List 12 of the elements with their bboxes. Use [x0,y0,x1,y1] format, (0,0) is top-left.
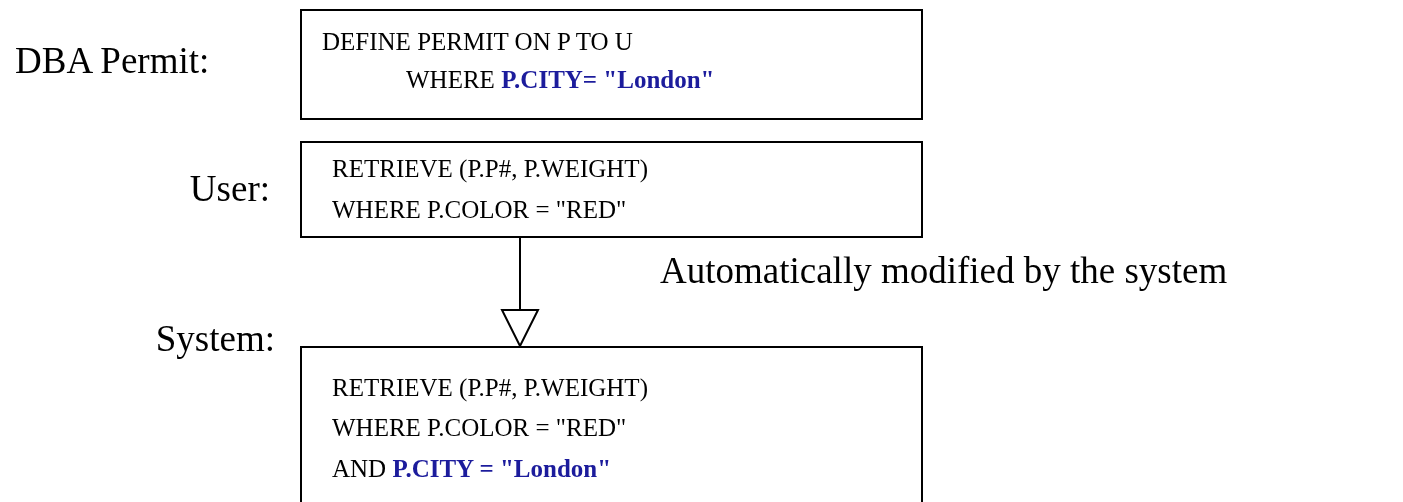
code-line: WHERE P.COLOR = "RED" [332,197,627,222]
code-line: DEFINE PERMIT ON P TO U [322,29,633,54]
code-line: AND P.CITY = "London" [332,456,612,481]
row-heading: User: [189,170,270,207]
row-heading: System: [155,320,275,357]
code-line: RETRIEVE (P.P#, P.WEIGHT) [332,375,648,400]
arrow [501,237,539,347]
code-line: RETRIEVE (P.P#, P.WEIGHT) [332,156,648,181]
code-line: WHERE P.COLOR = "RED" [332,415,627,440]
edge-label: Automatically modified by the system [660,252,1228,289]
code-line: WHERE P.CITY= "London" [406,67,715,92]
row-heading: DBA Permit: [15,42,210,79]
